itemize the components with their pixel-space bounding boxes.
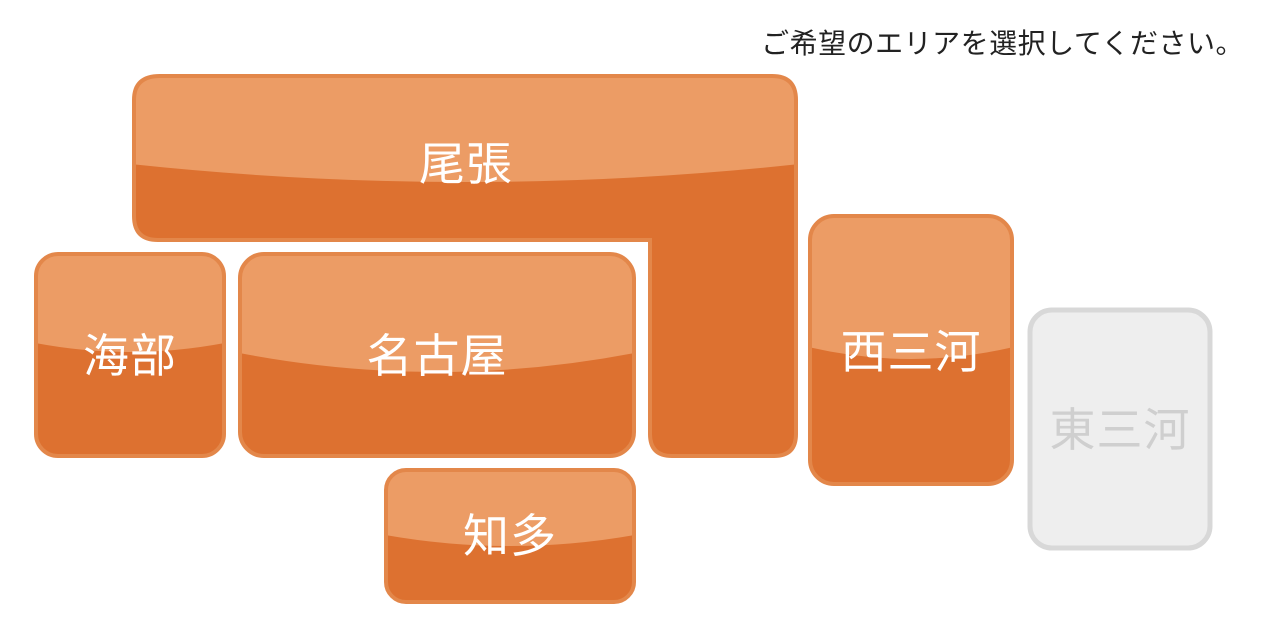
region-ama[interactable]: 海部 xyxy=(30,248,230,458)
region-chita[interactable]: 知多 xyxy=(380,464,640,604)
region-higashimikawa-label: 東三河 xyxy=(1050,403,1191,457)
region-owari-label: 尾張 xyxy=(419,137,513,191)
region-chita-label: 知多 xyxy=(463,509,557,563)
instruction-text: ご希望のエリアを選択してください。 xyxy=(761,27,1244,60)
region-nishimikawa[interactable]: 西三河 xyxy=(804,210,1018,486)
region-nishimikawa-label: 西三河 xyxy=(841,325,982,379)
region-ama-label: 海部 xyxy=(83,329,177,383)
region-nagoya-label: 名古屋 xyxy=(367,329,508,383)
region-higashimikawa: 東三河 xyxy=(1027,307,1213,551)
region-owari[interactable]: 尾張 xyxy=(130,70,800,458)
region-nagoya[interactable]: 名古屋 xyxy=(234,248,640,458)
